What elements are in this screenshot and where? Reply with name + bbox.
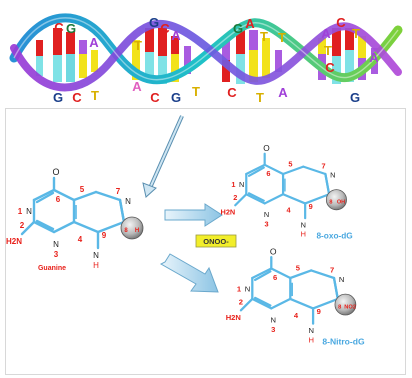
dna-to-guanine-arrow	[142, 115, 184, 198]
atom-label: N	[93, 251, 99, 260]
atom-label: N	[264, 210, 269, 219]
dna-letter: T	[352, 26, 360, 41]
dna-letter: G	[171, 90, 181, 105]
dna-letter: T	[278, 30, 286, 45]
dna-letter: A	[369, 50, 379, 65]
atom-label: OH	[337, 199, 345, 205]
dna-letter: A	[245, 16, 255, 31]
atom-label: H	[301, 230, 306, 239]
backbone-strand-1-highlight	[13, 17, 399, 81]
atom-label: 3	[271, 325, 275, 334]
dna-helix: C G G C A G A T A C T T A T T A C G C T …	[9, 13, 403, 105]
atom-label: 3	[54, 250, 59, 259]
atom-label: 2	[239, 298, 243, 307]
oxo-name-label: 8-oxo-dG	[316, 231, 352, 240]
atom-label: O	[270, 246, 277, 256]
atom-label: N	[125, 197, 131, 206]
dna-letter: A	[132, 79, 142, 94]
atom-label: 4	[287, 206, 292, 215]
atom-label: N	[308, 326, 313, 335]
nitro-name-label: 8-Nitro-dG	[322, 337, 365, 347]
dna-letter: G	[149, 15, 159, 30]
atom-label: 2	[20, 221, 25, 230]
dna-letter: C	[325, 60, 335, 75]
arrow-to-oxo	[164, 203, 223, 227]
dna-letter: A	[171, 28, 181, 43]
dna-letter: C	[336, 15, 346, 30]
atom-label: NO2	[344, 304, 356, 310]
atom-label: 8	[338, 304, 341, 310]
atom-label: N	[239, 180, 244, 189]
dna-letter: G	[350, 90, 360, 105]
guanine-name-label: Guanine	[38, 265, 66, 272]
atom-label: H	[308, 336, 313, 345]
atom-label: 9	[102, 231, 107, 240]
dna-letter: G	[233, 21, 243, 36]
atom-label: 4	[78, 235, 83, 244]
reagent-badge: ONOO-	[195, 234, 237, 248]
dna-letter: T	[91, 88, 99, 103]
atom-label: N	[26, 207, 32, 216]
atom-label: H2N	[226, 313, 241, 322]
dna-letter: A	[89, 35, 99, 50]
atom-label: N	[330, 171, 335, 180]
dna-letter: T	[260, 29, 268, 44]
atom-label: O	[263, 144, 270, 153]
atom-label: H	[135, 228, 139, 234]
atom-label: H2N	[6, 237, 22, 246]
dna-letter: G	[66, 21, 76, 36]
dna-letter: C	[150, 90, 160, 105]
backbone-strand-2	[10, 20, 402, 92]
dna-letter: T	[324, 43, 332, 58]
atom-label: 1	[237, 284, 242, 293]
dna-letter: T	[256, 90, 264, 105]
atom-label: N	[301, 220, 306, 229]
atom-label: 7	[330, 265, 334, 274]
atom-label: 3	[264, 219, 268, 228]
atom-label: 5	[80, 185, 85, 194]
dna-letter: C	[72, 90, 82, 105]
atom-label: 6	[273, 273, 277, 282]
atom-label: 1	[231, 180, 235, 189]
arrow-to-nitro	[159, 253, 219, 293]
dna-letter: T	[192, 84, 200, 99]
atom-label: N	[245, 284, 250, 293]
atom-label: H	[93, 261, 99, 270]
atom-label: 2	[233, 193, 237, 202]
backbone-strand-1	[9, 13, 403, 85]
atom-label: N	[339, 275, 344, 284]
dna-letter: C	[160, 21, 170, 36]
dna-letter: T	[134, 38, 142, 53]
dna-letter: A	[278, 85, 288, 100]
atom-label: 6	[56, 195, 61, 204]
atom-label: N	[53, 240, 59, 249]
dna-letter: C	[54, 20, 64, 35]
panel-border	[5, 108, 406, 375]
atom-label: 7	[116, 187, 121, 196]
atom-label: 1	[18, 207, 23, 216]
atom-label: O	[52, 167, 59, 177]
atom-label: 5	[296, 263, 301, 272]
atom-label: 5	[288, 160, 292, 169]
atom-label: 9	[309, 202, 313, 211]
reagent-label: ONOO-	[203, 237, 229, 246]
dna-letters: C G G C A G A T A C T T A T T A C G C T …	[53, 15, 379, 105]
atom-label: 6	[266, 169, 270, 178]
atom-label: 8	[124, 228, 128, 234]
dna-letter: A	[321, 26, 331, 41]
atom-label: H2N	[221, 207, 236, 216]
atom-label: 7	[322, 161, 326, 170]
atom-label: 9	[317, 307, 321, 316]
atom-label: 4	[294, 311, 299, 320]
reaction-arrows	[142, 115, 223, 293]
dna-letter: C	[227, 85, 237, 100]
atom-label: 8	[329, 199, 332, 205]
atom-label: N	[270, 316, 275, 325]
dna-letter: G	[53, 90, 63, 105]
